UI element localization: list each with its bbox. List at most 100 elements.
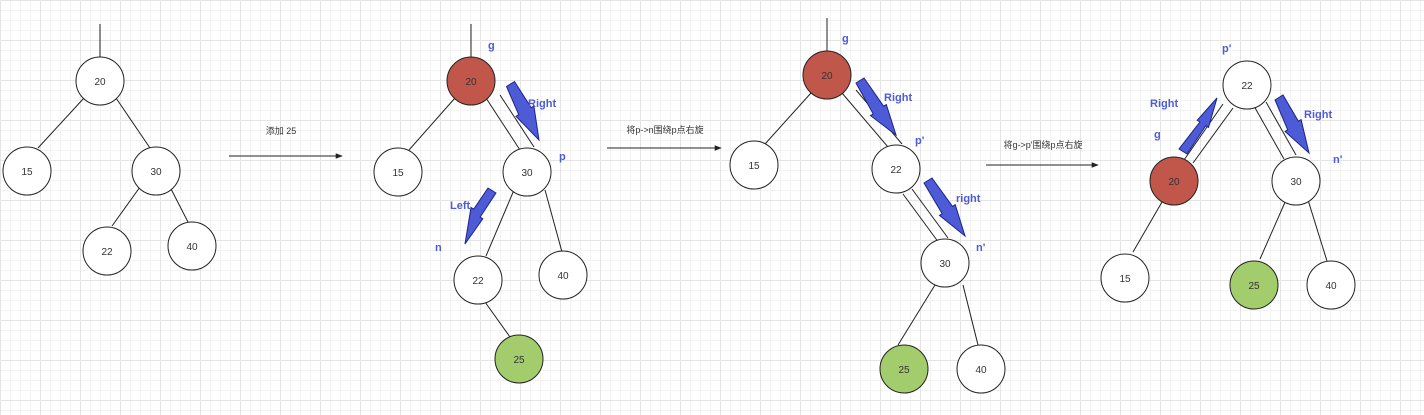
tree-node: 15 (1100, 253, 1150, 303)
edge-line (484, 301, 511, 338)
edge-line (499, 94, 535, 148)
node-circle-red (1149, 156, 1199, 206)
node-value: 20 (821, 71, 833, 82)
node-circle-green (879, 344, 929, 394)
node-value: 20 (1168, 177, 1180, 188)
tree-node: 15 (2, 146, 52, 196)
node-value: 30 (150, 167, 162, 178)
node-circle (538, 250, 588, 300)
edge-line (544, 189, 563, 253)
tree-node: 22 (82, 226, 132, 276)
rotation-arrow (923, 177, 966, 238)
node-circle (1271, 156, 1321, 206)
node-circle (82, 226, 132, 276)
edge-line (408, 97, 456, 151)
node-circle (167, 221, 217, 271)
tree-node: 20 (75, 56, 125, 106)
node-value: 25 (513, 355, 525, 366)
rotation-direction-label: Left (450, 200, 471, 212)
node-circle (502, 147, 552, 197)
tree-3: 20 15 22 30 25 40 g Right p' right n' (729, 18, 1006, 394)
node-tag-label: g (488, 40, 495, 52)
node-value: 40 (975, 365, 987, 376)
edge-line (1183, 103, 1224, 161)
node-circle (75, 56, 125, 106)
rotation-direction-label: Right (1150, 98, 1178, 110)
rotation-arrow (855, 77, 897, 137)
tree-node: 15 (373, 147, 423, 197)
edge-line (902, 193, 940, 244)
rotation-arrow (464, 187, 497, 245)
step-label: 将p->n围绕p点右旋 (626, 124, 703, 135)
node-value: 22 (472, 276, 484, 287)
tree-node: 30 (131, 146, 181, 196)
tree-node: 20 (802, 50, 852, 100)
node-value: 40 (1325, 281, 1337, 292)
node-circle (1100, 253, 1150, 303)
edge-line (897, 284, 936, 346)
node-value: 15 (392, 168, 404, 179)
tree-node: 25 (879, 344, 929, 394)
edge-line (37, 97, 85, 149)
rotation-direction-label: Right (884, 92, 912, 104)
node-tag-label: p' (915, 135, 925, 147)
node-value: 22 (1241, 81, 1253, 92)
node-tag-label: n' (1333, 154, 1343, 166)
tree-2: 20 15 30 22 40 25 g Right p Left n (373, 24, 588, 384)
node-value: 30 (1290, 177, 1302, 188)
node-value: 30 (521, 168, 533, 179)
node-value: 15 (1119, 274, 1131, 285)
node-circle-red (446, 56, 496, 106)
node-circle (131, 146, 181, 196)
rotation-direction-label: Right (1304, 109, 1332, 121)
step-label: 将g->p'围绕p点右旋 (1004, 139, 1083, 150)
edge-line (1253, 105, 1285, 160)
tree-node: 22 (1222, 60, 1272, 110)
rotation-direction-label: Right (528, 98, 556, 110)
tree-node: 40 (956, 344, 1006, 394)
node-value: 40 (186, 242, 198, 253)
rotation-arrow (1274, 94, 1310, 155)
tree-4: 22 20 30 15 25 40 p' Right g Right n' (1100, 43, 1356, 310)
node-value: 40 (557, 271, 569, 282)
tree-node: 30 (1271, 156, 1321, 206)
edge-line (841, 92, 889, 148)
node-circle-red (802, 50, 852, 100)
tree-1: 20 15 30 22 40 (2, 24, 217, 276)
edge-line (1192, 107, 1234, 164)
step-label: 添加 25 (266, 126, 297, 136)
node-value: 22 (890, 165, 902, 176)
step-arrow-2: 将p->n围绕p点右旋 (607, 124, 722, 151)
node-value: 25 (898, 365, 910, 376)
tree-node: 40 (1306, 260, 1356, 310)
node-value: 22 (101, 247, 113, 258)
rotation-arrow (1178, 97, 1218, 155)
node-circle (1222, 60, 1272, 110)
edge-line (1307, 199, 1328, 262)
node-circle (373, 147, 423, 197)
node-value: 20 (465, 77, 477, 88)
node-circle (1306, 260, 1356, 310)
tree-node: 20 (1149, 156, 1199, 206)
node-value: 20 (94, 77, 106, 88)
node-circle (871, 144, 921, 194)
tree-node: 20 (446, 56, 496, 106)
tree-node: 30 (502, 147, 552, 197)
node-circle-green (494, 334, 544, 384)
tree-node: 25 (494, 334, 544, 384)
step-arrow-3: 将g->p'围绕p点右旋 (986, 139, 1099, 168)
node-tag-label: n (435, 242, 442, 254)
tree-node: 40 (538, 250, 588, 300)
edge-line (115, 97, 151, 149)
node-tag-label: p (559, 151, 566, 163)
rotation-arrow (505, 80, 540, 142)
edge-line (1132, 201, 1163, 253)
rotation-direction-label: right (956, 193, 981, 205)
node-tag-label: p' (1222, 43, 1232, 55)
edge-line (111, 186, 141, 227)
edge-line (485, 97, 521, 151)
edge-line (169, 186, 189, 223)
edge-line (962, 284, 979, 346)
tree-node: 25 (1229, 260, 1279, 310)
